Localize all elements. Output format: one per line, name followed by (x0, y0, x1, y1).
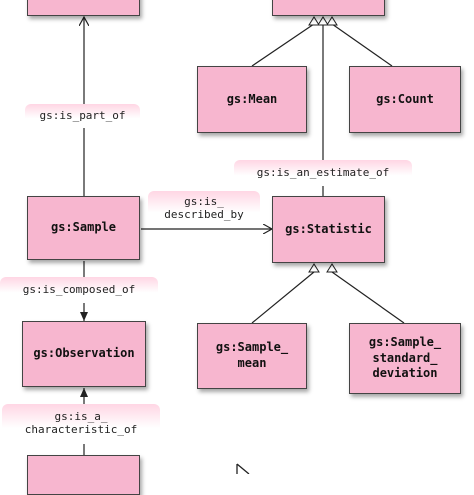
node-sample-mean[interactable]: gs:Sample_ mean (197, 323, 307, 389)
edge-sample-sd-subclass (331, 271, 405, 324)
node-mean[interactable]: gs:Mean (197, 66, 307, 133)
diagram-canvas (0, 0, 405, 474)
label-is-described-by: gs:is_ described_by (148, 191, 260, 227)
edge-sample-mean-subclass (251, 271, 315, 324)
node-bottom-cropped (27, 455, 140, 495)
node-top-right-cropped (272, 0, 385, 16)
label-is-part-of: gs:is_part_of (25, 104, 140, 128)
edge-count-subclass (331, 23, 393, 67)
label-is-a-characteristic-of: gs:is_a_ characteristic_of (2, 404, 160, 444)
subclass-triangle-stat-right (326, 263, 338, 273)
edge-mean-subclass (251, 23, 315, 67)
subclass-triangle-top-mid (317, 16, 329, 26)
node-count[interactable]: gs:Count (349, 66, 461, 133)
node-sample[interactable]: gs:Sample (27, 196, 140, 260)
cursor-pointer-icon (236, 463, 250, 474)
subclass-triangle-top-left (308, 16, 320, 26)
subclass-triangle-stat-left (308, 263, 320, 273)
node-sample-sd[interactable]: gs:Sample_ standard_ deviation (349, 323, 461, 394)
node-statistic[interactable]: gs:Statistic (272, 196, 385, 263)
label-is-an-estimate-of: gs:is_an_estimate_of (234, 160, 412, 186)
subclass-triangle-top-right (326, 16, 338, 26)
node-top-left-cropped (27, 0, 140, 16)
node-observation[interactable]: gs:Observation (22, 321, 146, 387)
label-is-composed-of: gs:is_composed_of (0, 277, 158, 303)
